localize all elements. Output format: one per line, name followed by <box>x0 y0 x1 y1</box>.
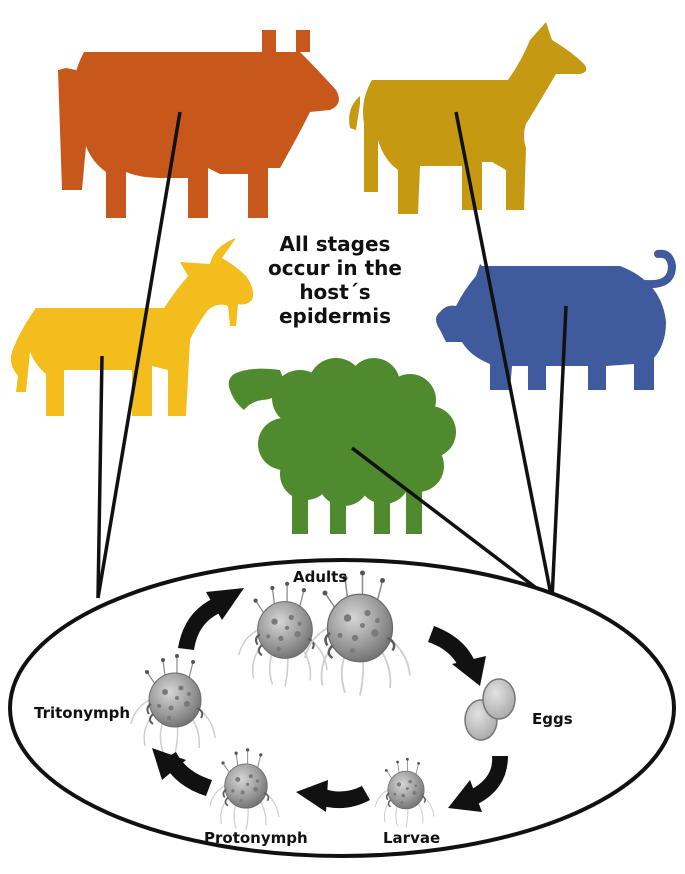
tritonymph-label: Tritonymph <box>34 704 130 722</box>
sheep-icon <box>229 358 456 534</box>
cow-icon <box>58 30 339 218</box>
habitat-caption: All stages occur in the host´s epidermis <box>262 232 408 328</box>
eggs-label: Eggs <box>532 710 573 728</box>
protonymph-label: Protonymph <box>204 829 308 847</box>
caption-line: occur in the <box>262 256 408 280</box>
horse-icon <box>349 22 586 214</box>
caption-line: host´s <box>262 280 408 304</box>
caption-line: All stages <box>262 232 408 256</box>
pig-icon <box>436 254 672 390</box>
caption-line: epidermis <box>262 304 408 328</box>
larvae-label: Larvae <box>383 829 440 847</box>
adults-label: Adults <box>293 568 347 586</box>
